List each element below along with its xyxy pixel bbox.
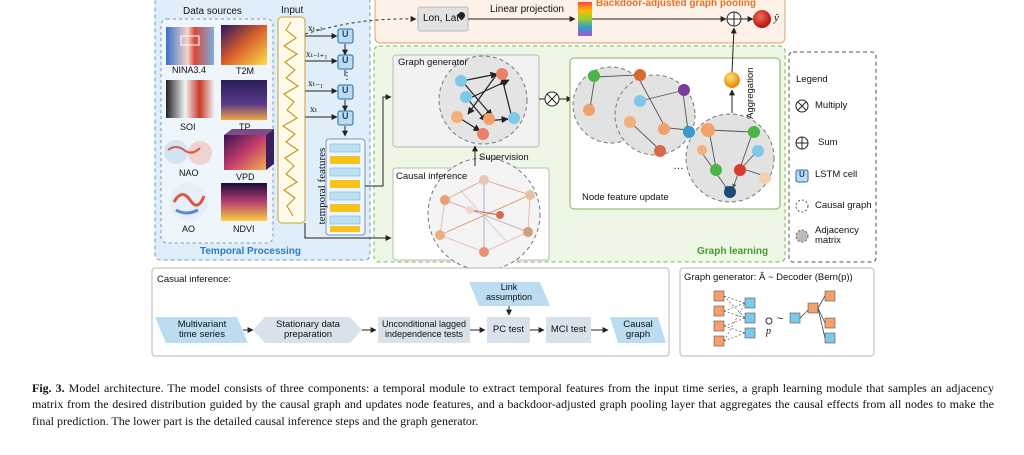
update-dots: … (673, 160, 684, 172)
source-label-nina: NINA3.4 (172, 65, 207, 75)
input-box (277, 16, 306, 224)
step-shape-2 (378, 317, 470, 343)
generator-graph-nodes (451, 68, 520, 140)
legend-label-causal-graph: Causal graph (815, 200, 872, 211)
temporal-features-label: temporal features (315, 147, 328, 225)
aggregation-node (724, 72, 740, 88)
source-label-nao: NAO (179, 168, 199, 178)
graph-learning-label: Graph learning (697, 246, 769, 257)
legend-label-lstm: LSTM cell (815, 169, 858, 180)
step-shape-5 (610, 317, 666, 343)
features-to-causal (304, 223, 392, 241)
input-title: Input (281, 5, 304, 16)
lstm-label-3: U (342, 111, 349, 121)
causal-steps-title: Casual inference: (157, 274, 231, 285)
figure-caption-text: Model architecture. The model consists o… (32, 381, 995, 428)
step-multivariant: Multivariant time series (177, 318, 227, 340)
supervision-label: Supervision (479, 152, 529, 163)
generator-tilde: ~ (777, 313, 784, 325)
input-label-1: xₜ₋ₗ₊₁ (306, 49, 328, 59)
legend-title: Legend (796, 74, 828, 85)
figure-label: Fig. 3. (32, 381, 65, 395)
step-unconditional: Unconditional lagged independence tests (381, 319, 467, 339)
y-hat-label: ŷ (774, 12, 779, 24)
node-feature-update-label: Node feature update (582, 192, 669, 203)
causal-inference-label: Causal inference (396, 171, 468, 182)
input-label-3: xₜ (310, 105, 318, 115)
sum-node (726, 11, 742, 27)
lstm-ellipsis: ⋮ (342, 71, 352, 82)
legend-label-sum: Sum (818, 137, 838, 148)
legend-label-adjacency: Adjacency matrix (815, 225, 859, 247)
figure-caption: Fig. 3. Model architecture. The model co… (32, 380, 994, 429)
output-node (753, 10, 771, 28)
link-assumption-label: Link assumption (485, 282, 533, 302)
input-label-0: xₜ₋ₗ (308, 24, 323, 34)
lon-lat-label: Lon, Lat (423, 13, 460, 24)
source-label-t2m: T2M (236, 66, 254, 76)
temporal-feature-bars (329, 143, 361, 232)
data-sources-title: Data sources (183, 6, 242, 17)
step-shape-0 (155, 317, 248, 343)
lstm-label-2: U (342, 85, 349, 95)
causal-graph-nodes (435, 175, 535, 257)
step-causal-graph: Causal graph (623, 318, 653, 340)
aggregation-label: Aggregation (744, 67, 756, 119)
step-arrows (243, 306, 609, 333)
source-label-ndvi: NDVI (233, 224, 255, 234)
multiply-node (544, 91, 560, 107)
step-mci-test: MCI test (550, 323, 587, 335)
generator-schematic (713, 290, 836, 347)
step-shape-4 (546, 317, 591, 343)
source-label-soi: SOI (180, 122, 196, 132)
input-label-2: xₜ₋₁ (308, 79, 324, 89)
lstm-label-0: U (342, 29, 349, 39)
temporal-processing-label: Temporal Processing (200, 246, 301, 257)
legend-lstm-letter: U (799, 170, 805, 179)
source-label-ao: AO (182, 224, 196, 234)
generator-p-label: p (766, 326, 771, 337)
input-series-line (281, 21, 300, 217)
lstm-cells (337, 28, 354, 126)
source-thumbnails (164, 25, 274, 221)
lstm-chain (305, 33, 348, 137)
graph-generator-label: Graph generator (398, 57, 468, 68)
architecture-diagram (151, 0, 877, 357)
source-label-tp: TP (239, 122, 251, 132)
features-to-generator (365, 94, 392, 187)
legend-icons (795, 99, 809, 243)
location-link (304, 15, 417, 35)
update-graphs (572, 66, 775, 203)
linear-projection-label: Linear projection (490, 4, 564, 15)
step-shape-3 (487, 317, 530, 343)
projection-bar (578, 2, 592, 36)
link-assumption-shape (469, 282, 550, 306)
legend-box (788, 51, 877, 263)
step-pc-test: PC test (492, 323, 525, 335)
step-shape-1 (253, 317, 362, 343)
generator-schematic-title: Graph generator: Â ~ Decoder (Bern(p)) (684, 272, 853, 283)
backdoor-title: Backdoor-adjusted graph pooling (596, 0, 757, 9)
legend-label-multiply: Multiply (815, 100, 848, 111)
step-stationary: Stationary data preparation (276, 318, 340, 340)
source-label-vpd: VPD (236, 172, 255, 182)
lstm-label-1: U (342, 55, 349, 65)
